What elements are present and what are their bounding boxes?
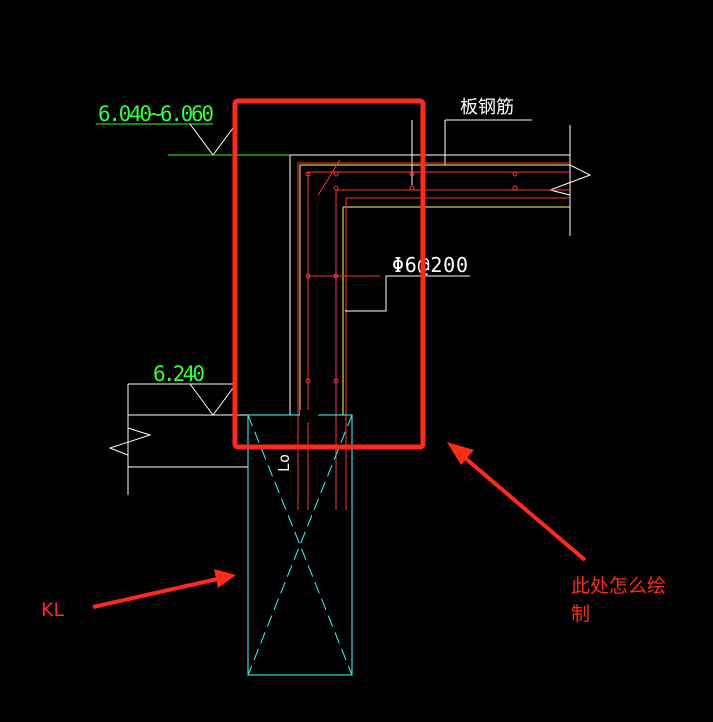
question-text-line1: 此处怎么绘 [571, 575, 666, 597]
arrow-to-beam [92, 569, 236, 609]
elevation-marker-top [96, 123, 290, 156]
elevation-marker-low [128, 383, 237, 416]
lo-label: Lo [275, 454, 293, 472]
elevation-label-top: 6.040~6.060 [98, 102, 214, 126]
arrow-to-corner [447, 442, 587, 562]
rebar [297, 159, 570, 510]
elevation-label-low: 6.240 [153, 362, 205, 386]
stirrup-label: Φ6@200 [392, 253, 468, 277]
beam-label-kl: KL [41, 599, 64, 621]
wall-outline [299, 164, 570, 415]
rebar-dots [305, 171, 518, 384]
beam-kl [247, 414, 353, 676]
rebar-gap [300, 410, 318, 422]
highlight-box [232, 98, 426, 450]
slab-rebar-label: 板钢筋 [460, 97, 514, 118]
question-text-line2: 制 [571, 603, 590, 625]
lower-slab [108, 384, 350, 495]
stirrup-leader [345, 275, 470, 312]
